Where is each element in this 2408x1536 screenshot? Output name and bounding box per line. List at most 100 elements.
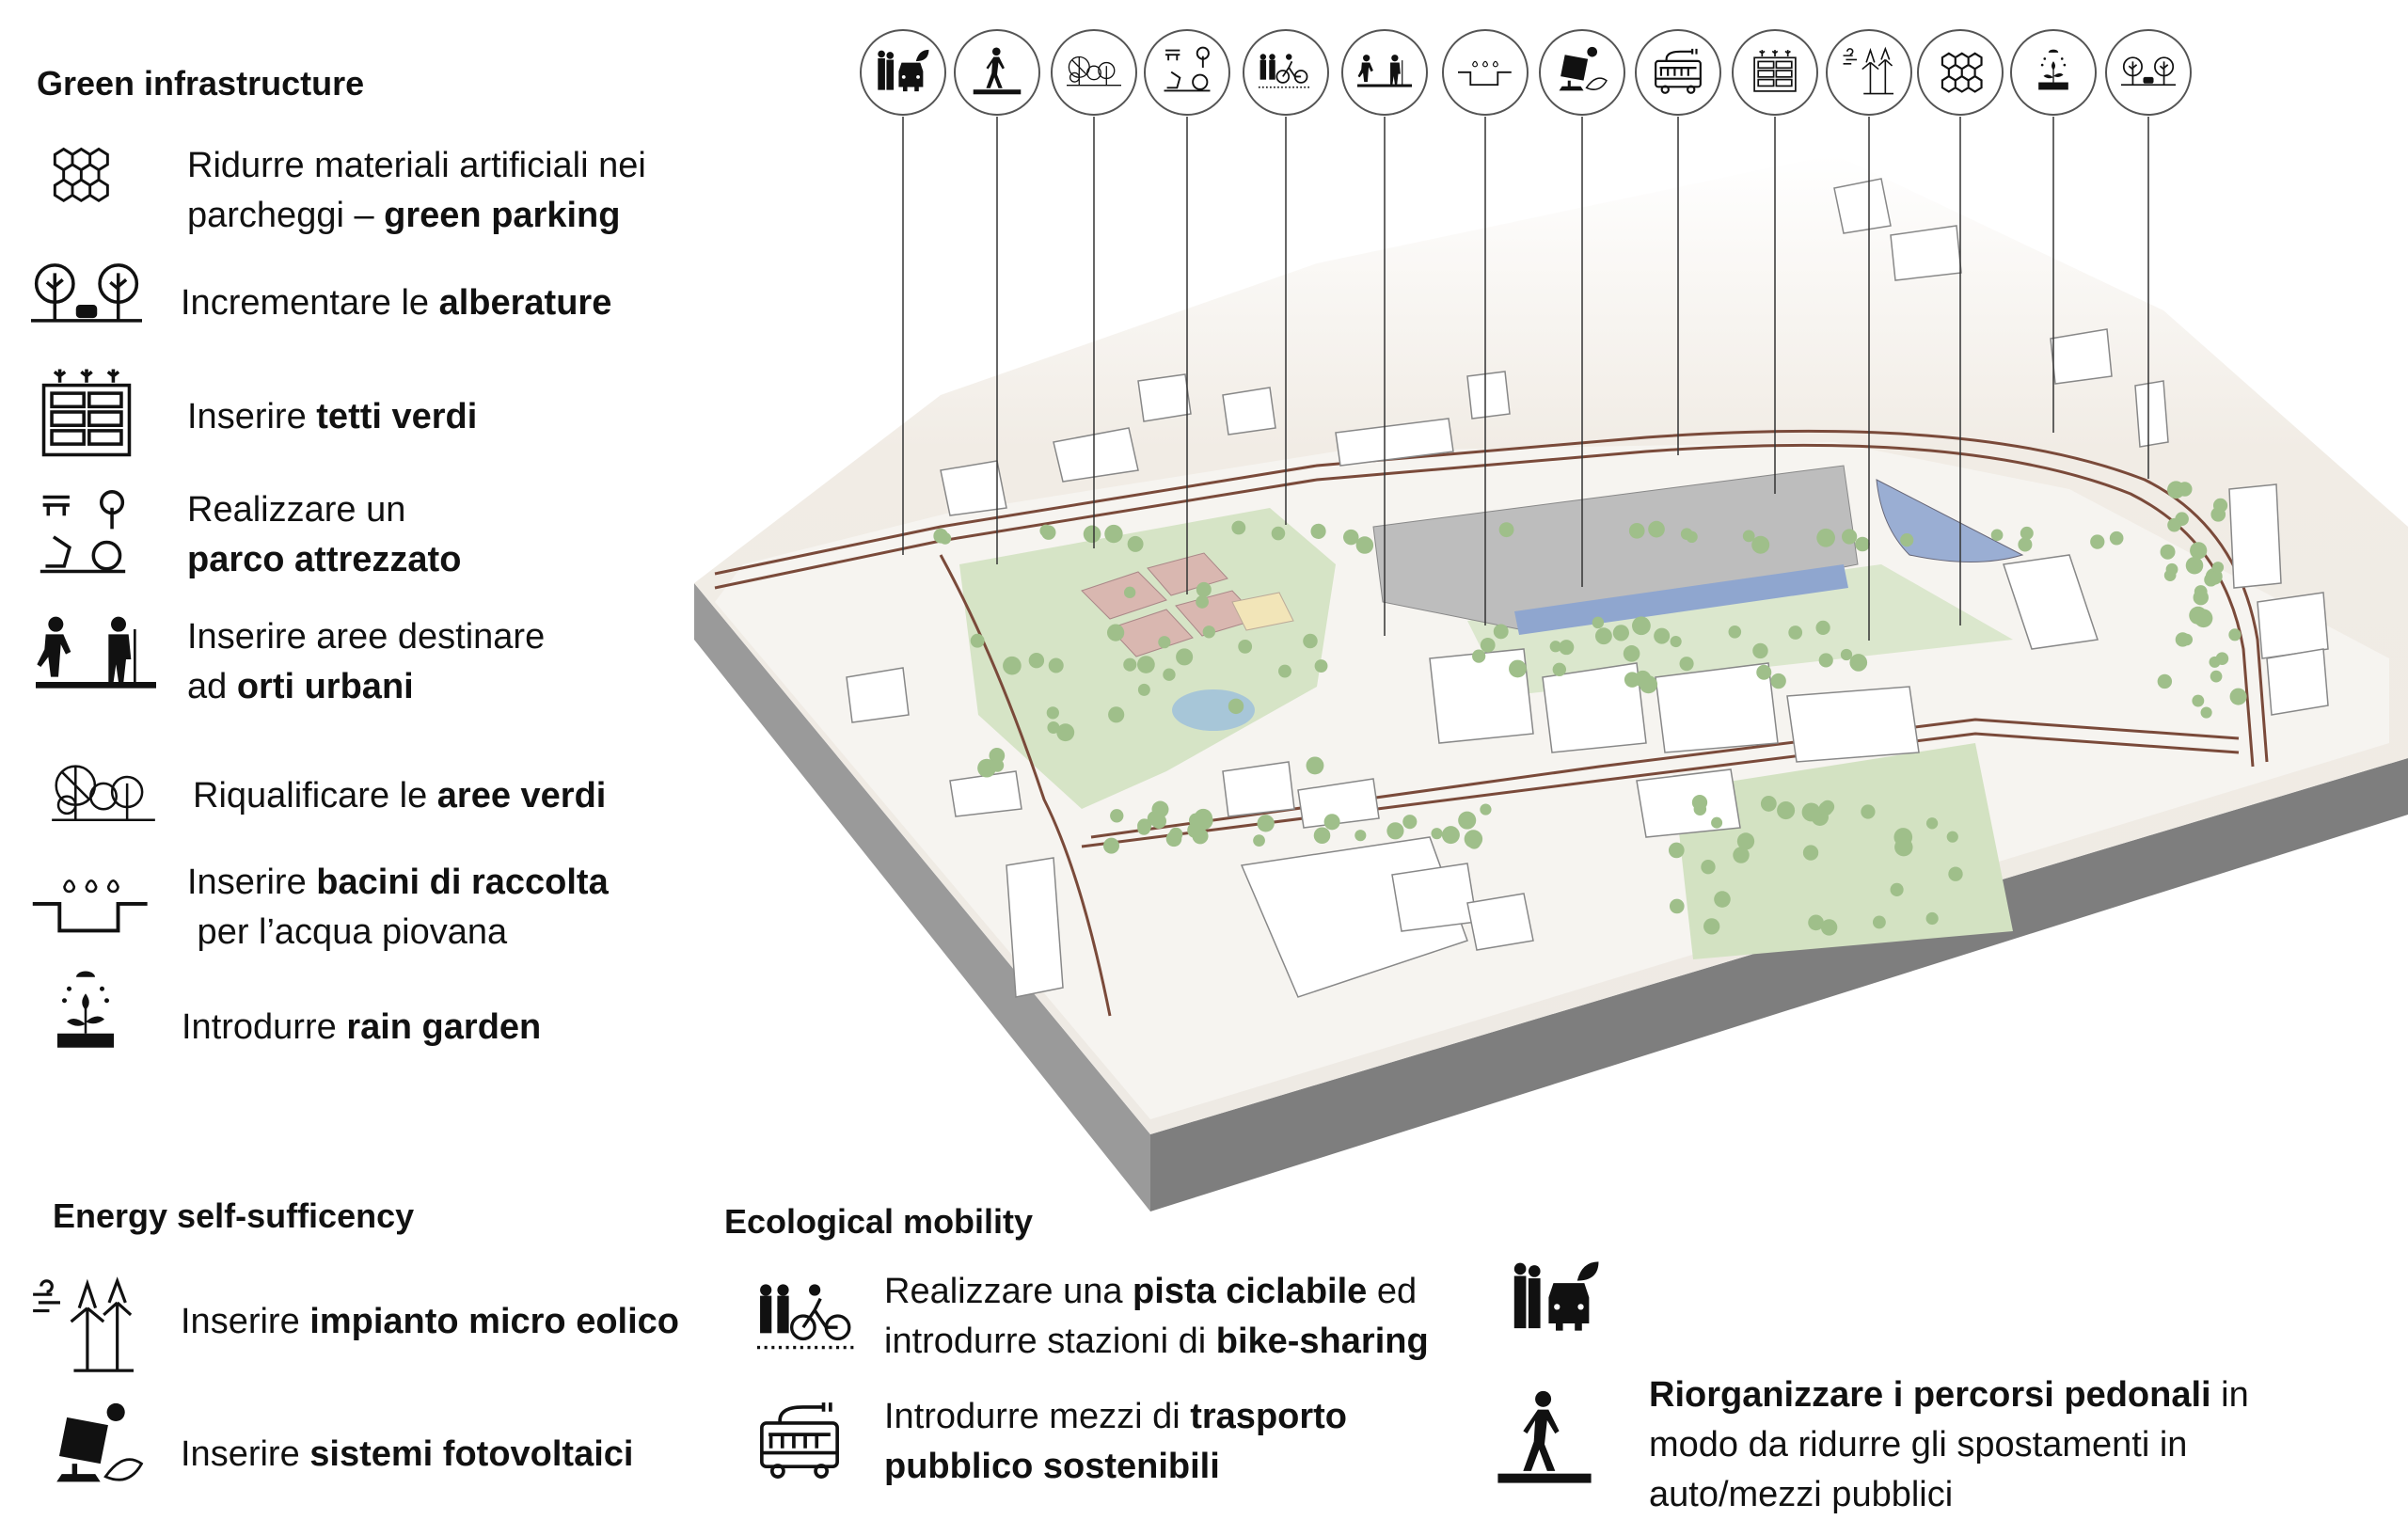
- tree: [1493, 624, 1509, 640]
- tree: [1176, 648, 1194, 666]
- tree: [2167, 517, 2181, 532]
- tree: [2157, 673, 2173, 689]
- legend-text: Realizzare un: [187, 490, 406, 530]
- tree: [2165, 562, 2178, 576]
- map-legend-circle: [954, 29, 1040, 116]
- tree: [1003, 656, 1022, 675]
- map-legend-circle: [1243, 29, 1329, 116]
- tree: [1083, 525, 1101, 544]
- tree: [1278, 664, 1291, 678]
- tree: [1458, 811, 1477, 830]
- tree: [2175, 632, 2191, 647]
- tree: [2192, 694, 2205, 707]
- tree: [989, 747, 1006, 764]
- rain-basin-icon: [1457, 46, 1513, 100]
- tree: [1742, 530, 1755, 543]
- tree: [1815, 620, 1830, 635]
- leader-lines: [902, 117, 2149, 641]
- tree: [1777, 801, 1796, 820]
- tree: [1310, 523, 1326, 539]
- tree: [1257, 815, 1275, 832]
- tree: [1701, 860, 1716, 875]
- people-car-icon: [1511, 1257, 1601, 1336]
- tree: [1894, 837, 1913, 857]
- rain-basin-icon: [31, 867, 151, 933]
- tree: [1654, 627, 1671, 644]
- tree: [1925, 817, 1939, 830]
- tree: [1402, 815, 1418, 830]
- legend-text: Incrementare le: [181, 283, 439, 323]
- tree: [1703, 918, 1720, 935]
- tree: [1498, 522, 1514, 538]
- tree: [1632, 616, 1651, 636]
- energy-title: Energy self-sufficency: [53, 1196, 415, 1235]
- legend-text-bold: Riorganizzare i percorsi pedonali: [1649, 1375, 2211, 1415]
- tree: [1168, 827, 1183, 842]
- legend-text-bold: parco attrezzato: [187, 540, 462, 579]
- legend-text: Inserire: [181, 1302, 310, 1341]
- legend-text: Inserire: [187, 863, 317, 902]
- tree: [1818, 801, 1833, 816]
- trees-car-icon: [31, 260, 142, 324]
- tree: [1110, 809, 1124, 823]
- legend-text-bold: bike-sharing: [1215, 1322, 1429, 1361]
- solar-panel-icon: [49, 1401, 147, 1490]
- tree: [1103, 837, 1119, 854]
- trees: [933, 481, 2247, 936]
- map-legend-circle: [1442, 29, 1529, 116]
- map-legend-circle: [2010, 29, 2097, 116]
- tree: [2177, 482, 2193, 497]
- tree: [1231, 520, 1246, 535]
- tree: [1138, 821, 1151, 833]
- legend-text-bold: orti urbani: [236, 667, 414, 706]
- legend-text-bold: pista ciclabile: [1133, 1272, 1368, 1311]
- urban-gardeners-icon: [36, 613, 156, 690]
- court-yellow: [1231, 592, 1294, 631]
- tree: [1196, 581, 1212, 597]
- tree: [2109, 530, 2124, 546]
- legend-text: Introdurre: [182, 1007, 347, 1047]
- legend-text: Inserire: [187, 397, 317, 436]
- legend-text: modo da ridurre gli spostamenti in: [1649, 1425, 2188, 1465]
- tree: [2020, 526, 2034, 540]
- wind-turbine-icon: [1842, 46, 1896, 100]
- legend-text: Realizzare una: [884, 1272, 1133, 1311]
- tree: [1386, 822, 1404, 840]
- tree: [1728, 625, 1742, 639]
- tree: [1163, 668, 1176, 681]
- tree: [1127, 535, 1144, 552]
- tree: [1855, 536, 1870, 552]
- rain-garden-icon: [2026, 46, 2081, 100]
- tree: [1509, 659, 1527, 678]
- legend-text-bold: tetti verdi: [316, 397, 478, 436]
- tree: [1106, 624, 1125, 641]
- tree: [1323, 814, 1340, 831]
- tree: [1686, 530, 1698, 544]
- tree: [1756, 664, 1772, 680]
- tree: [1303, 633, 1318, 649]
- honeycomb-icon: [41, 139, 117, 205]
- map-legend-circle: [1144, 29, 1230, 116]
- pedestrian-icon: [1497, 1388, 1592, 1484]
- tree: [1752, 642, 1768, 659]
- tree: [1861, 804, 1876, 819]
- tree: [1670, 635, 1682, 648]
- tree: [1314, 659, 1328, 673]
- legend-text: Riqualificare le: [193, 776, 437, 816]
- block-left-side: [694, 583, 1150, 1211]
- tree: [1648, 520, 1665, 538]
- map-legend-circle: [1635, 29, 1721, 116]
- green-roof-icon: [1748, 46, 1802, 100]
- tree: [1123, 586, 1136, 599]
- tree: [1628, 522, 1645, 539]
- tree: [1840, 648, 1853, 661]
- tree: [1900, 533, 1914, 547]
- tree: [1137, 683, 1150, 696]
- tree: [1668, 842, 1685, 859]
- tree: [1946, 831, 1958, 843]
- tree: [1431, 828, 1443, 840]
- tree: [1592, 616, 1605, 629]
- tree: [1271, 526, 1286, 541]
- tree: [1150, 813, 1167, 830]
- tree: [1056, 723, 1075, 742]
